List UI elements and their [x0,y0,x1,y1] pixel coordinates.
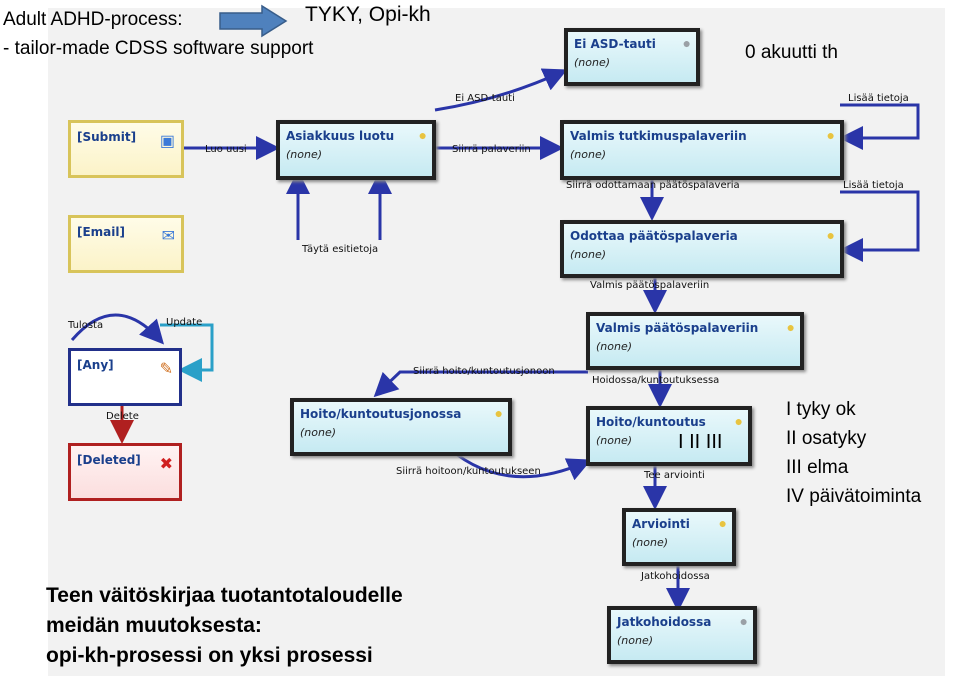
state-arviointi-name: Arviointi [632,517,690,531]
state-jatko[interactable]: Jatkohoidossa (none) ● [607,606,757,664]
lightbulb-icon: ● [739,613,748,629]
bottom-text-line1: Teen väitöskirjaa tuotantotaloudelle [46,584,403,607]
lightbulb-icon: ● [826,227,835,243]
state-ei-asd[interactable]: Ei ASD-tauti (none) ● [564,28,700,86]
label-delete: Delete [106,411,139,422]
trigger-email-label: [Email] [77,225,125,239]
trigger-submit[interactable]: [Submit] ▣ [68,120,184,178]
edit-icon: ✎ [159,361,173,378]
label-lisaa-tietoja-2: Lisää tietoja [843,180,904,191]
state-hoito-jono-sub: (none) [300,426,337,439]
arrow-lisaa-1 [839,103,920,150]
label-siirra-palaveriin: Siirrä palaveriin [452,144,531,155]
label-tulosta: Tulosta [68,320,104,331]
lightbulb-icon: ● [718,515,727,531]
state-ei-asd-name: Ei ASD-tauti [574,37,656,51]
envelope-icon: ✉ [161,228,175,245]
legend-item-4: IV päivätoiminta [786,486,922,507]
state-odottaa-name: Odottaa päätöspalaveria [570,229,738,243]
label-hoidossa: Hoidossa/kuntoutuksessa [592,375,720,386]
label-luo-uusi: Luo uusi [205,144,247,155]
legend-item-1: I tyky ok [786,399,856,420]
state-hoito-kunt-sub: (none) [596,434,633,447]
state-odottaa-sub: (none) [570,248,607,261]
legend-item-2: II osatyky [786,428,867,449]
submit-icon: ▣ [159,133,175,150]
state-odottaa[interactable]: Odottaa päätöspalaveria (none) ● [560,220,844,278]
state-valmis-tutk[interactable]: Valmis tutkimuspalaveriin (none) ● [560,120,844,180]
akuutti-label: 0 akuutti th [745,42,838,63]
bottom-text-line2: meidän muutoksesta: [46,614,262,637]
state-asiakkuus[interactable]: Asiakkuus luotu (none) ● [276,120,436,180]
state-hoito-kunt-name: Hoito/kuntoutus [596,415,706,429]
arrow-lisaa-2 [839,190,920,262]
state-jatko-name: Jatkohoidossa [617,615,712,629]
state-valmis-paat-name: Valmis päätöspalaveriin [596,321,759,335]
trigger-submit-label: [Submit] [77,130,137,144]
lightbulb-icon: ● [734,413,743,429]
state-valmis-paat-sub: (none) [596,340,633,353]
arrow-tulosta [70,313,165,345]
state-arviointi-sub: (none) [632,536,669,549]
label-siirra-jonoon: Siirrä hoito/kuntoutusjonoon [413,366,555,377]
label-valmis-paatospalaveriin: Valmis päätöspalaveriin [590,280,710,291]
label-tayta-esitietoja: Täytä esitietoja [302,244,379,255]
state-valmis-tutk-sub: (none) [570,148,607,161]
label-update: Update [166,317,203,328]
trigger-email[interactable]: [Email] ✉ [68,215,184,273]
arrow-siirra-jonoon [373,370,588,398]
lightbulb-icon: ● [494,405,503,421]
trigger-deleted-label: [Deleted] [77,453,141,467]
lightbulb-icon: ● [418,127,427,143]
slide-title-line1: Adult ADHD-process: [3,9,183,30]
lightbulb-icon: ● [786,319,795,335]
label-ei-asd-tauti: Ei ASD-tauti [455,93,515,104]
state-asiakkuus-name: Asiakkuus luotu [286,129,395,143]
label-lisaa-tietoja-1: Lisää tietoja [848,93,909,104]
label-jatkohoidossa: Jatkohoidossa [641,571,710,582]
lightbulb-icon: ● [826,127,835,143]
arrow-update [160,323,214,382]
state-jatko-sub: (none) [617,634,654,647]
arrow-ei-asd [434,68,568,112]
legend-item-3: III elma [786,457,849,478]
tyky-label: TYKY, Opi-kh [305,3,431,26]
label-siirra-hoitoon: Siirrä hoitoon/kuntoutukseen [396,466,541,477]
roman-marker: I II III [678,431,723,453]
state-hoito-jono-name: Hoito/kuntoutusjonossa [300,407,462,421]
trigger-deleted[interactable]: [Deleted] ✖ [68,443,182,501]
bottom-text-line3: opi-kh-prosessi on yksi prosessi [46,644,373,667]
label-siirra-odottamaan: Siirrä odottamaan päätöspalaveria [566,180,740,191]
big-arrow-icon [219,4,288,38]
lightbulb-icon: ● [682,35,691,51]
trigger-any-label: [Any] [77,358,114,372]
trigger-any[interactable]: [Any] ✎ [68,348,182,406]
state-arviointi[interactable]: Arviointi (none) ● [622,508,736,566]
slide-title-line2: - tailor-made CDSS software support [3,38,314,59]
state-asiakkuus-sub: (none) [286,148,323,161]
state-valmis-paat[interactable]: Valmis päätöspalaveriin (none) ● [586,312,804,370]
label-tee-arviointi: Tee arviointi [644,470,705,481]
delete-x-icon: ✖ [159,456,173,473]
state-hoito-jono[interactable]: Hoito/kuntoutusjonossa (none) ● [290,398,512,456]
state-valmis-tutk-name: Valmis tutkimuspalaveriin [570,129,747,143]
state-ei-asd-sub: (none) [574,56,611,69]
state-hoito-kunt[interactable]: Hoito/kuntoutus (none) ● [586,406,752,466]
